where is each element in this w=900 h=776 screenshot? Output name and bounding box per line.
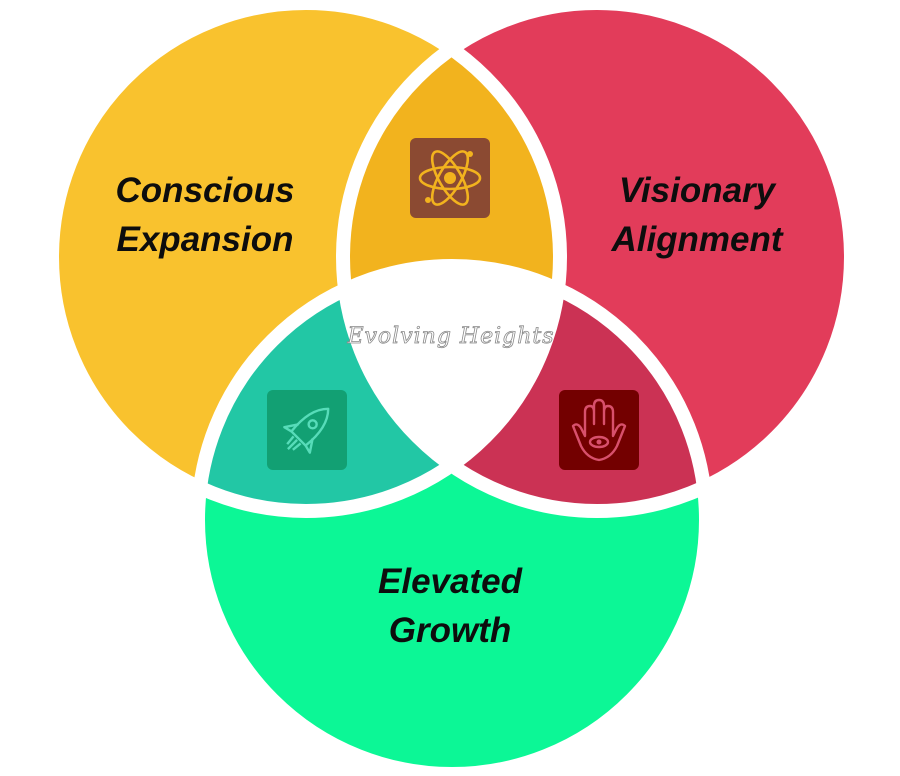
label-conscious-line1: Conscious (116, 171, 295, 210)
rocket-icon (267, 390, 347, 470)
hamsa-hand-icon (559, 390, 639, 470)
label-growth-line2: Growth (389, 611, 511, 650)
circle-outlines (45, 0, 858, 776)
atom-icon (410, 138, 490, 218)
label-conscious-line2: Expansion (117, 220, 294, 259)
label-growth-line1: Elevated (378, 562, 523, 601)
label-visionary-line2: Alignment (610, 220, 783, 259)
label-visionary-line1: Visionary (619, 171, 777, 210)
center-logo-text: Evolving Heights (346, 324, 554, 349)
